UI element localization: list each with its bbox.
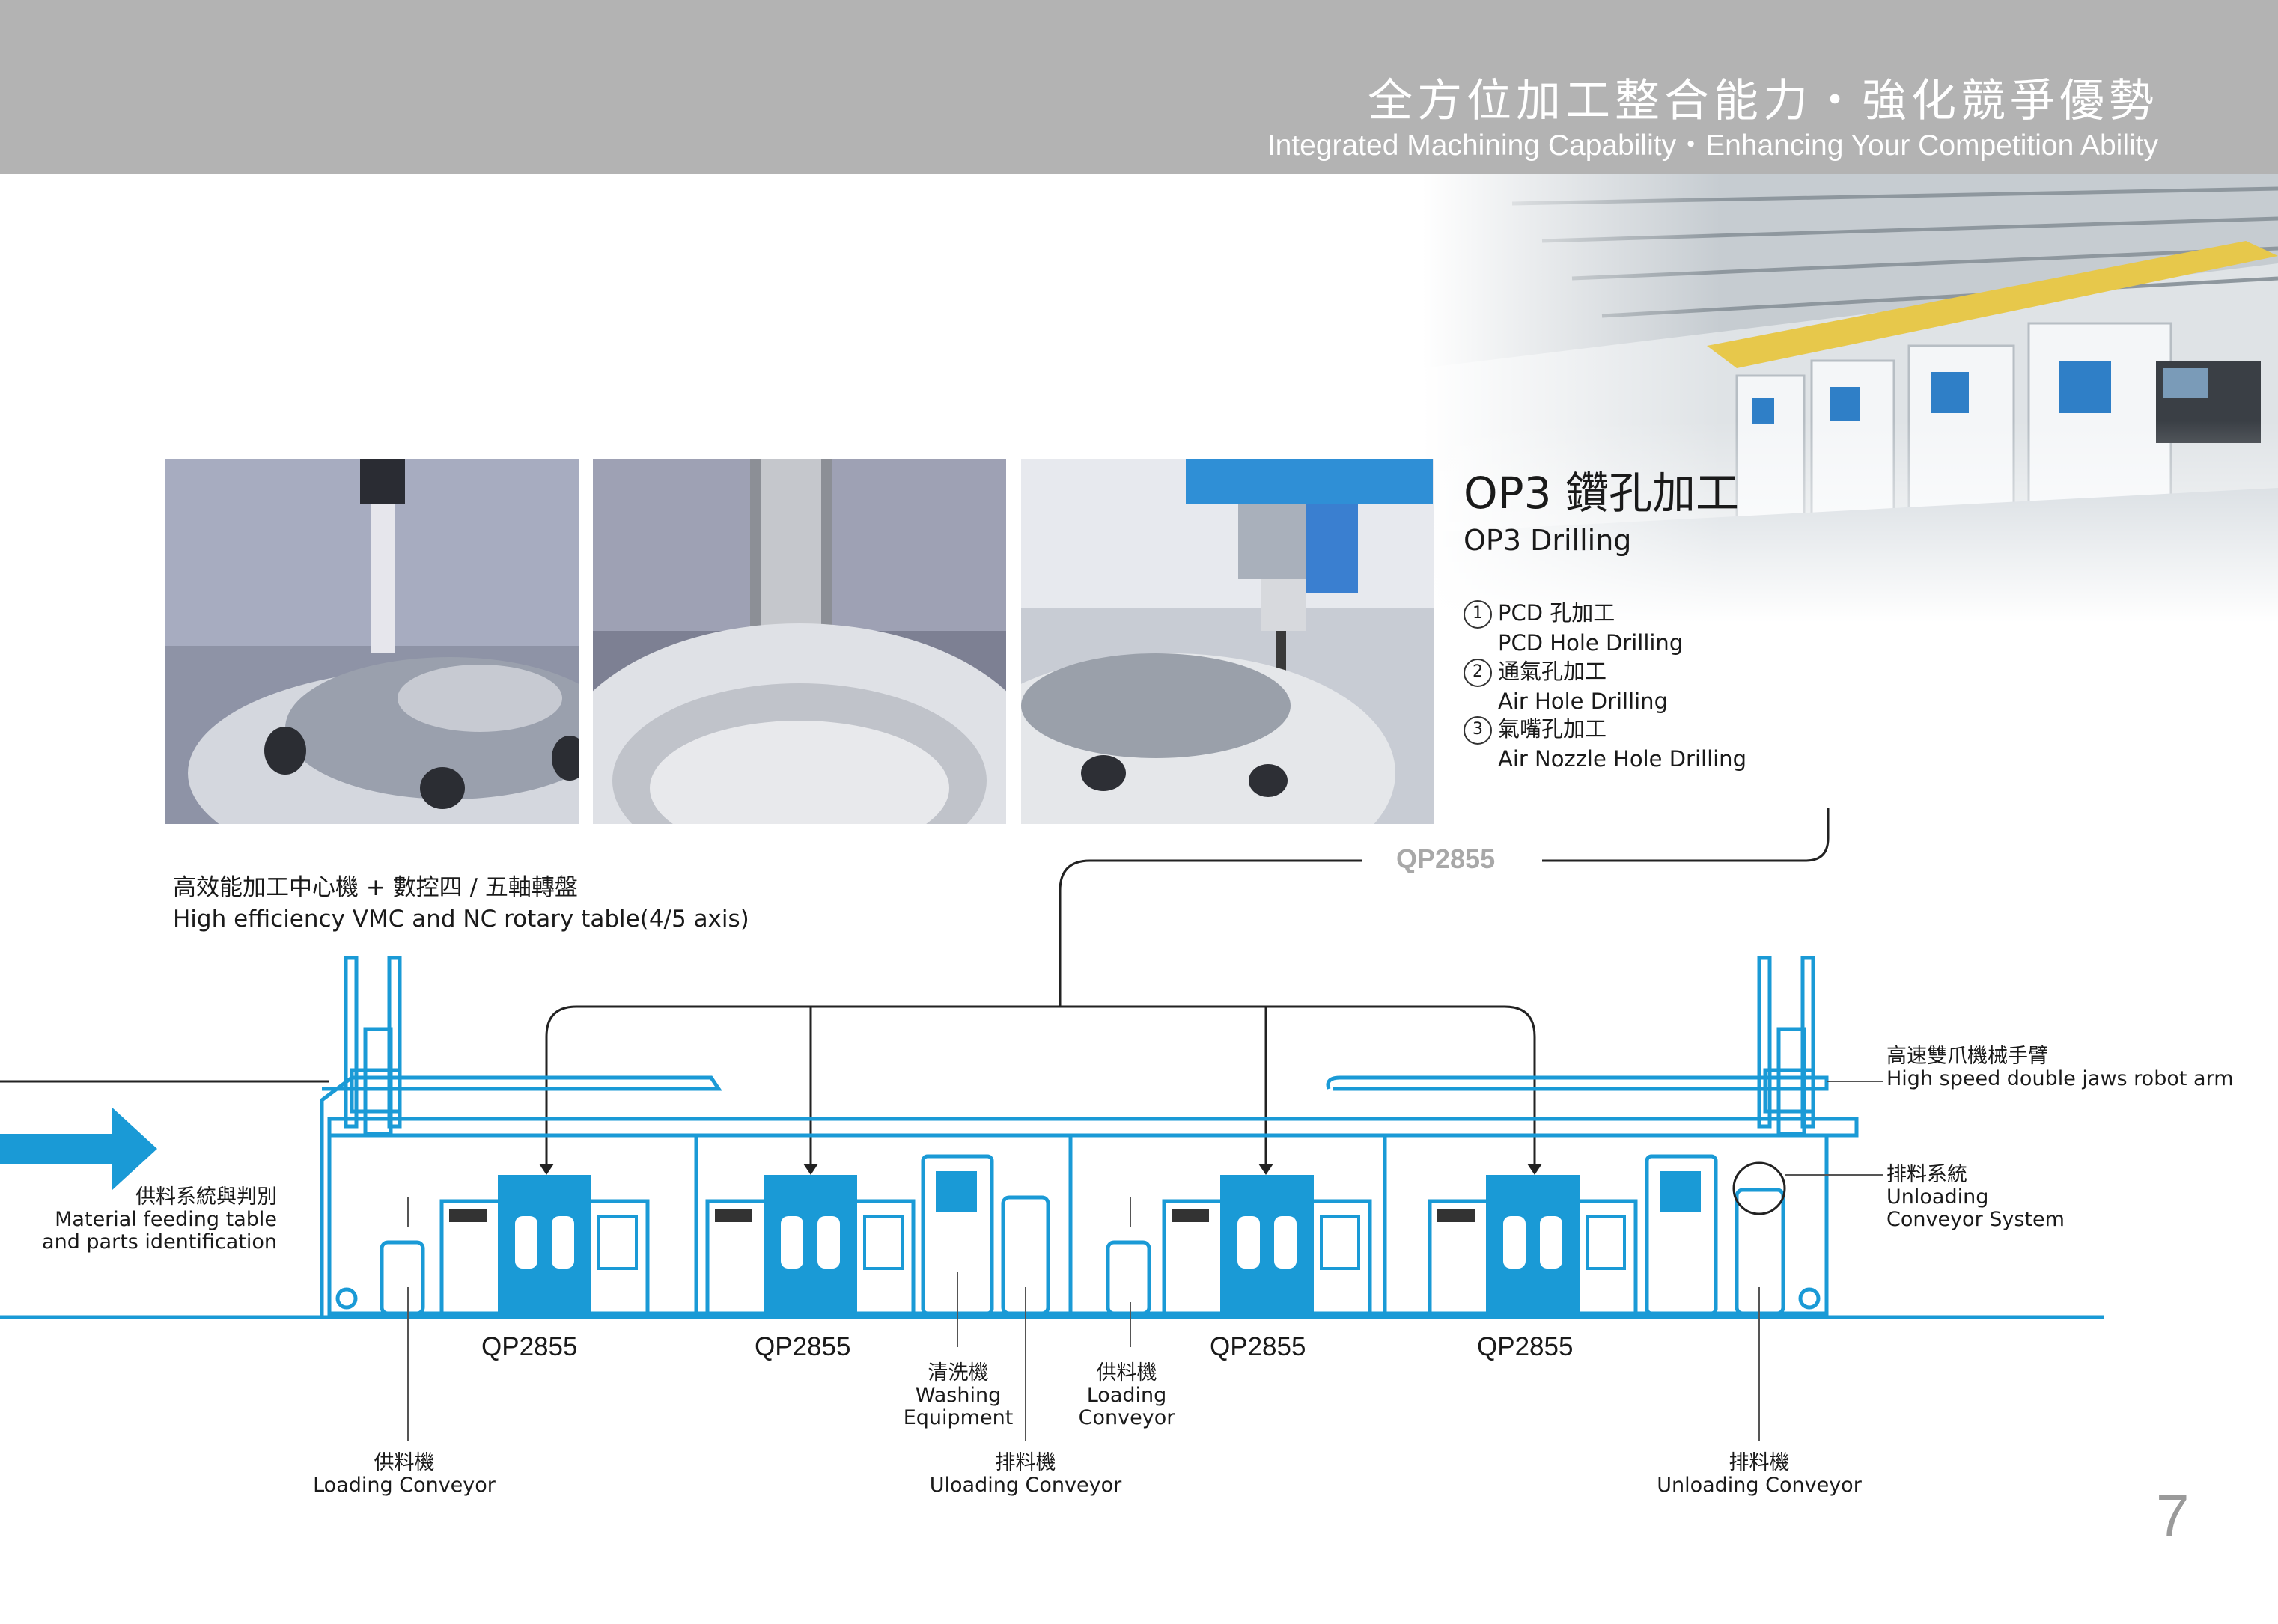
vmc-caption-en: High efficiency VMC and NC rotary table(… xyxy=(173,906,749,932)
washing-machine-right xyxy=(1645,1154,1718,1316)
washing-en2: Equipment xyxy=(903,1406,1014,1429)
qp2855-line-label: QP2855 xyxy=(1389,843,1503,875)
arrow-2 xyxy=(803,1164,818,1175)
machine-2-label: QP2855 xyxy=(755,1332,851,1361)
unloading-mid-label: 排料機 Uloading Conveyor xyxy=(906,1452,1145,1497)
arrow-1 xyxy=(539,1164,554,1175)
step-3-en: Air Nozzle Hole Drilling xyxy=(1498,746,1746,772)
unloading-right-zh: 排料機 xyxy=(1729,1451,1790,1474)
machine-4 xyxy=(1428,1175,1638,1316)
step-1-number: 1 xyxy=(1464,600,1492,629)
op3-subtitle: OP3 Drilling xyxy=(1464,524,1632,557)
unloading-system-zh: 排料系統 xyxy=(1886,1163,1967,1186)
frame-top-right xyxy=(1326,1075,1829,1091)
op3-title: OP3 鑽孔加工 xyxy=(1464,468,1739,519)
header-subtitle: Integrated Machining Capability・Enhancin… xyxy=(1267,129,2158,162)
washing-zh: 清洗機 xyxy=(928,1361,989,1385)
loading-mid-en1: Loading xyxy=(1086,1384,1167,1407)
loading-mid-label: 供料機 Loading Conveyor xyxy=(1052,1362,1202,1429)
loading-left-label: 供料機 Loading Conveyor xyxy=(292,1452,517,1497)
feeding-en1: Material feeding table xyxy=(55,1208,277,1231)
vmc-caption-zh: 高效能加工中心機 + 數控四 / 五軸轉盤 xyxy=(173,874,578,901)
robot-arm-label: 高速雙爪機械手臂 High speed double jaws robot ar… xyxy=(1886,1045,2234,1090)
header-title: 全方位加工整合能力・強化競爭優勢 xyxy=(1368,75,2158,127)
connector-qp-left xyxy=(1059,859,1362,1007)
vmc-caption: 高效能加工中心機 + 數控四 / 五軸轉盤 High efficiency VM… xyxy=(173,872,749,935)
machine-3 xyxy=(1162,1175,1372,1316)
gantry-rail xyxy=(327,1117,1859,1138)
feeding-label: 供料系統與判別 Material feeding table and parts… xyxy=(30,1186,277,1254)
unloading-mid-en: Uloading Conveyor xyxy=(929,1474,1122,1497)
washing-label: 清洗機 Washing Equipment xyxy=(876,1362,1041,1429)
frame-top-left xyxy=(320,1075,722,1317)
step-2-en: Air Hole Drilling xyxy=(1498,689,1668,714)
robot-right-arm xyxy=(1776,1027,1806,1136)
unloading-mid-zh: 排料機 xyxy=(995,1451,1056,1474)
robot-arm-en: High speed double jaws robot arm xyxy=(1886,1067,2234,1090)
robot-right-col-a xyxy=(1757,956,1772,1129)
feeding-zh: 供料系統與判別 xyxy=(135,1185,277,1209)
step-3-number: 3 xyxy=(1464,716,1492,745)
loading-conveyor-mid xyxy=(1106,1240,1151,1316)
page-header xyxy=(0,0,2278,174)
machine-1 xyxy=(439,1175,650,1316)
loading-left-zh: 供料機 xyxy=(374,1451,435,1474)
washing-en1: Washing xyxy=(915,1384,1002,1407)
robot-right-jaw xyxy=(1763,1068,1815,1114)
arrow-4 xyxy=(1527,1164,1542,1175)
machine-group xyxy=(439,1175,1638,1316)
unloading-right-en: Unloading Conveyor xyxy=(1657,1474,1862,1497)
connector-op3 xyxy=(1542,808,1830,862)
machine-2 xyxy=(705,1175,916,1316)
loading-mid-en2: Conveyor xyxy=(1078,1406,1175,1429)
factory-photo xyxy=(1422,174,2278,623)
robot-left-jaw xyxy=(350,1068,402,1114)
photo-air-nozzle-drilling xyxy=(1021,459,1434,824)
machine-3-label: QP2855 xyxy=(1210,1332,1306,1361)
page-number: 7 xyxy=(2156,1483,2190,1549)
unloading-system-en1: Unloading xyxy=(1886,1185,1989,1209)
photo-air-hole-drilling xyxy=(593,459,1006,824)
feeding-en2: and parts identification xyxy=(42,1230,277,1254)
photo-pcd-drilling xyxy=(165,459,579,824)
step-1-en: PCD Hole Drilling xyxy=(1498,630,1684,656)
feeding-arrow xyxy=(0,1108,157,1190)
robot-arm-zh: 高速雙爪機械手臂 xyxy=(1886,1045,2048,1068)
step-2-zh: 通氣孔加工 xyxy=(1498,659,1607,684)
unloading-system-en2: Conveyor System xyxy=(1886,1208,2065,1231)
machine-1-label: QP2855 xyxy=(481,1332,578,1361)
unloading-system-label: 排料系統 Unloading Conveyor System xyxy=(1886,1164,2065,1231)
base-frame xyxy=(327,1135,1829,1316)
unloading-right-label: 排料機 Unloading Conveyor xyxy=(1632,1452,1886,1497)
machine-4-label: QP2855 xyxy=(1477,1332,1574,1361)
loading-mid-zh: 供料機 xyxy=(1096,1361,1157,1385)
step-3-zh: 氣嘴孔加工 xyxy=(1498,716,1607,742)
arrow-3 xyxy=(1258,1164,1273,1175)
loading-left-en: Loading Conveyor xyxy=(313,1474,496,1497)
step-1-zh: PCD 孔加工 xyxy=(1498,600,1615,626)
bracket-distribution xyxy=(545,1005,1536,1167)
robot-left-col-a xyxy=(344,956,359,1129)
step-2-number: 2 xyxy=(1464,659,1492,687)
loading-conveyor-left xyxy=(380,1240,425,1316)
robot-left-arm xyxy=(363,1027,393,1136)
